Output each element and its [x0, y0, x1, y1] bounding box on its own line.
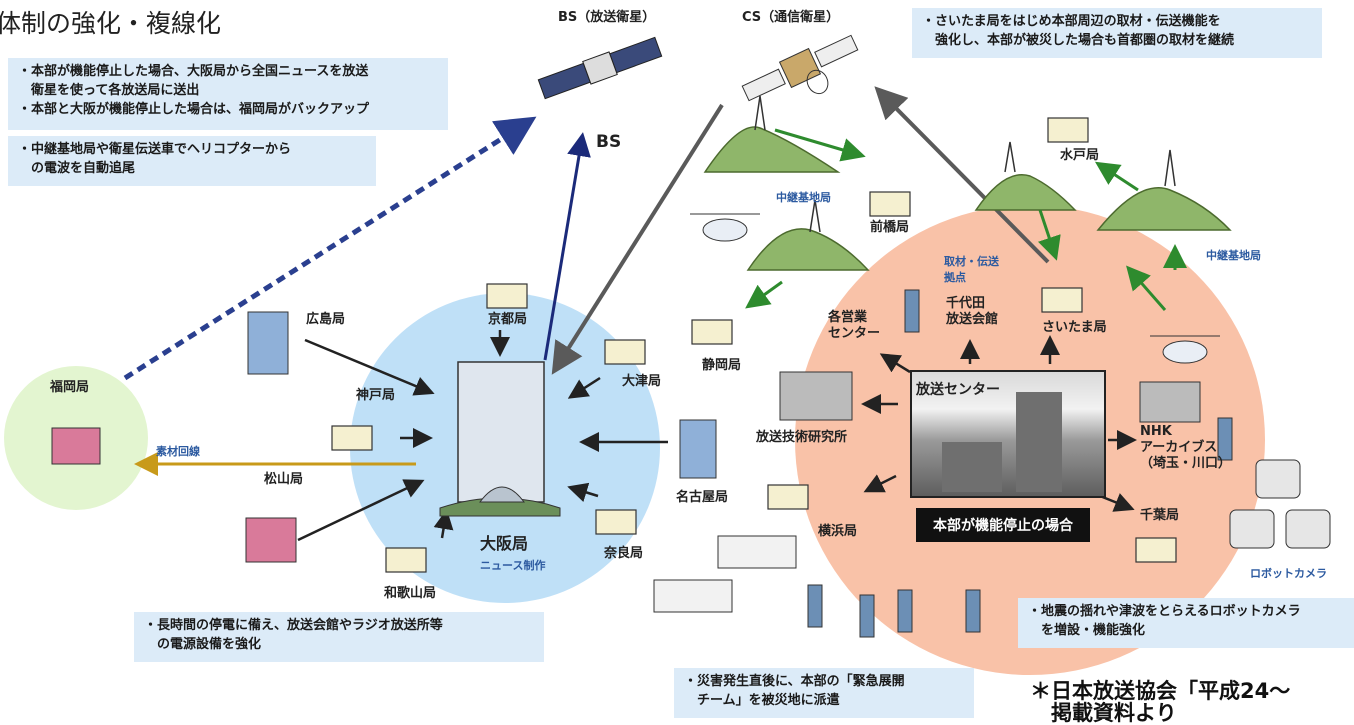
fukuoka-building-icon — [51, 427, 101, 465]
broadcast-center-photo — [910, 370, 1106, 498]
hiroshima-building-icon — [247, 311, 289, 375]
nagoya-label: 名古屋局 — [676, 490, 729, 505]
station-icons — [331, 117, 1177, 573]
bs-satellite-label: BS（放送衛星） — [558, 10, 656, 25]
source-note: ＊日本放送協会「平成24〜 掲載資料より — [1030, 679, 1291, 725]
note-power-supply: ・長時間の停電に備え、放送会館やラジオ放送所等 の電源設備を強化 — [134, 612, 544, 662]
mito-label: 水戸局 — [1060, 148, 1100, 163]
note-auto-tracking: ・中継基地局や衛星伝送車でヘリコプターから の電波を自動追尾 — [8, 136, 376, 186]
fukuoka-bs-link — [123, 116, 537, 381]
cs-satellite-icon — [741, 34, 859, 102]
wakayama-label: 和歌山局 — [384, 586, 437, 601]
osaka-label: 大阪局 — [480, 534, 529, 553]
osaka-bs-uplink — [543, 132, 591, 361]
research-lab-label: 放送技術研究所 — [756, 430, 848, 445]
research-lab-icon — [779, 371, 853, 421]
gathering-hub-label: 取材・伝送 拠点 — [944, 255, 999, 284]
reporter-icons — [807, 289, 1233, 638]
osaka-tower-icon — [439, 361, 561, 517]
note-hq-failure: ・本部が機能停止した場合、大阪局から全国ニュースを放送 衛星を使って各放送局に送… — [8, 58, 448, 130]
kobe-label: 神戸局 — [356, 388, 396, 403]
saitama-cs-uplink — [874, 86, 1050, 264]
archives-building-icon — [1139, 381, 1201, 423]
osaka-sub-label: ニュース制作 — [480, 559, 546, 572]
hq-failure-banner: 本部が機能停止の場合 — [916, 508, 1090, 542]
bs-satellite-icon — [537, 36, 663, 100]
note-emergency-team: ・災害発生直後に、本部の「緊急展開 チーム」を被災地に派遣 — [674, 668, 974, 718]
sales-center-label: 各営業 センター — [828, 310, 881, 341]
fukuoka-label: 福岡局 — [50, 380, 90, 395]
relay-towers-icon — [754, 95, 1176, 233]
hiroshima-label: 広島局 — [306, 312, 346, 327]
note-robot-camera: ・地震の揺れや津波をとらえるロボットカメラ を増設・機能強化 — [1018, 598, 1354, 648]
robot-camera-icon — [1229, 459, 1331, 549]
yokohama-label: 横浜局 — [818, 524, 858, 539]
cs-satellite-label: CS（通信衛星） — [742, 10, 840, 25]
page-title: 体制の強化・複線化 — [0, 9, 222, 38]
material-line-label: 素材回線 — [156, 445, 200, 458]
helicopter-icon — [690, 213, 1220, 364]
saitama-label: さいたま局 — [1042, 320, 1107, 335]
relay-label-west: 中継基地局 — [776, 191, 831, 204]
matsuyama-building-icon — [245, 517, 297, 563]
maebashi-label: 前橋局 — [870, 220, 910, 235]
chiba-label: 千葉局 — [1140, 508, 1180, 523]
relay-label-east: 中継基地局 — [1206, 249, 1261, 262]
nara-label: 奈良局 — [604, 546, 644, 561]
archives-label: NHK アーカイブス （埼玉・川口） — [1140, 424, 1232, 471]
nagoya-building-icon — [679, 419, 717, 479]
broadcast-van-icon — [653, 535, 797, 613]
robot-camera-label: ロボットカメラ — [1250, 567, 1327, 580]
bs-arrow-label: BS — [596, 132, 622, 152]
shizuoka-label: 静岡局 — [702, 358, 742, 373]
cs-osaka-downlink — [551, 103, 724, 375]
kyoto-label: 京都局 — [488, 312, 528, 327]
broadcast-center-label: 放送センター — [916, 382, 1000, 398]
matsuyama-label: 松山局 — [264, 472, 304, 487]
note-saitama-strengthen: ・さいたま局をはじめ本部周辺の取材・伝送機能を 強化し、本部が被災した場合も首都… — [912, 8, 1322, 58]
relay-mountains — [703, 126, 1232, 271]
chiyoda-label: 千代田 放送会館 — [946, 296, 999, 327]
otsu-label: 大津局 — [622, 374, 662, 389]
